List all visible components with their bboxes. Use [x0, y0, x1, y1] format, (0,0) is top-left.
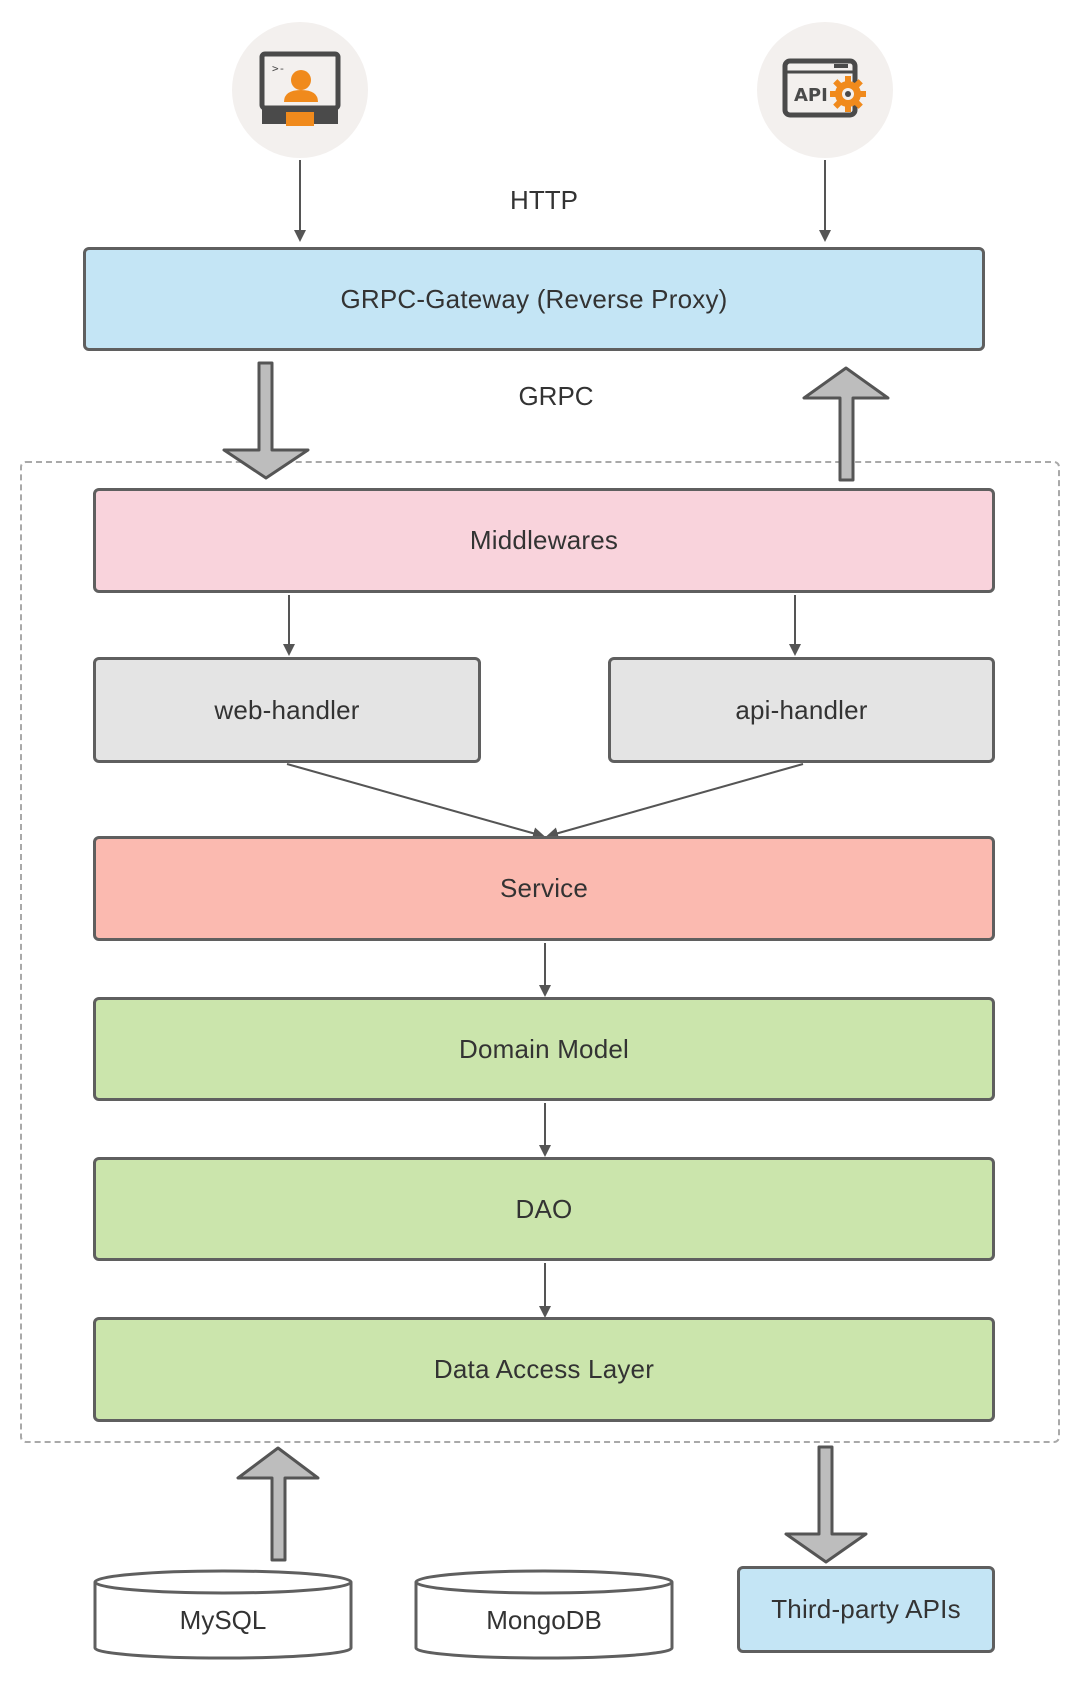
web-handler-label: web-handler	[214, 694, 360, 725]
mongodb-label: MongoDB	[486, 1605, 602, 1635]
arrow-api-handler-to-service	[546, 763, 804, 840]
grpc-down-arrow	[222, 361, 310, 480]
web-user-terminal-icon: >-	[259, 51, 341, 126]
service-label: Service	[499, 873, 589, 903]
data-access-layer-label: Data Access Layer	[433, 1354, 655, 1384]
service-box: Service	[93, 836, 995, 941]
mongodb-cylinder	[414, 1569, 674, 1660]
svg-text:>-: >-	[272, 62, 285, 75]
web-handler-box: web-handler	[93, 657, 481, 763]
third-party-apis-box: Third-party APIs	[737, 1566, 995, 1653]
domain-model-box: Domain Model	[93, 997, 995, 1101]
grpc-gateway-box: GRPC-Gateway (Reverse Proxy)	[83, 247, 985, 351]
api-client-node: API	[757, 22, 893, 158]
grpc-gateway-label: GRPC-Gateway (Reverse Proxy)	[340, 283, 728, 314]
middlewares-label: Middlewares	[469, 525, 619, 555]
svg-text:API: API	[794, 85, 828, 106]
domain-model-label: Domain Model	[458, 1033, 630, 1064]
dao-label: DAO	[515, 1193, 573, 1224]
api-gear-icon: API	[782, 58, 866, 118]
grpc-up-arrow	[802, 366, 890, 482]
data-access-layer-box: Data Access Layer	[93, 1317, 995, 1422]
arrow-web-handler-to-service	[286, 763, 545, 840]
application-boundary	[20, 461, 1060, 1443]
api-handler-box: api-handler	[608, 657, 995, 763]
grpc-label: GRPC	[518, 381, 594, 411]
http-label: HTTP	[510, 185, 578, 215]
mysql-cylinder	[93, 1569, 353, 1660]
web-client-node: >-	[232, 22, 368, 158]
mysql-up-arrow	[236, 1446, 320, 1562]
middlewares-box: Middlewares	[93, 488, 995, 593]
third-party-down-arrow	[784, 1445, 868, 1564]
third-party-apis-label: Third-party APIs	[771, 1594, 961, 1624]
dao-box: DAO	[93, 1157, 995, 1261]
mysql-label: MySQL	[179, 1605, 267, 1635]
api-handler-label: api-handler	[735, 694, 868, 725]
